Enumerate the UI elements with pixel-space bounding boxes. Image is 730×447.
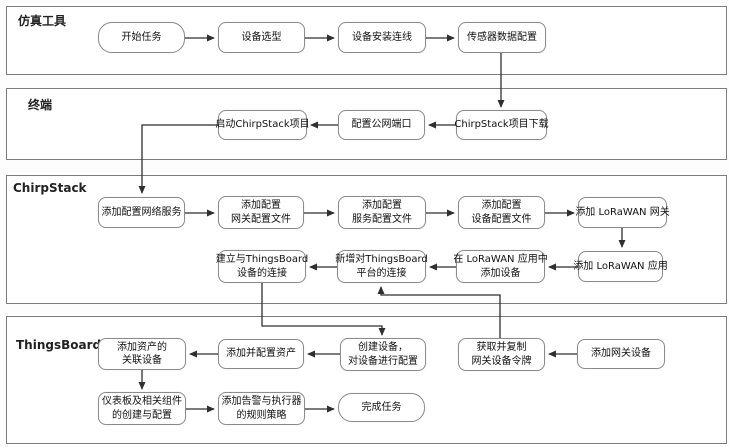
node-add-device-in-lorawan-app: 在 LoRaWAN 应用中 添加设备 (453, 250, 548, 283)
node-add-lorawan-app: 添加 LoRaWAN 应用 (573, 251, 668, 282)
node-alarm-rule-chain: 添加告警与执行器 的规则策略 (218, 392, 305, 425)
node-device-install-wiring: 设备安装连线 (338, 22, 426, 53)
node-add-network-server: 添加配置网络服务 (98, 197, 185, 228)
node-server-config-file: 添加配置 服务配置文件 (338, 196, 426, 229)
lane-label-chirpstack: ChirpStack (13, 181, 87, 195)
node-chirpstack-project-download: ChirpStack项目下载 (454, 110, 549, 140)
lane-label-thingsboard: ThingsBoard (16, 338, 102, 352)
lane-label-terminal: 终端 (28, 98, 53, 112)
node-sensor-data-config: 传感器数据配置 (458, 22, 546, 53)
node-launch-chirpstack-project: 启动ChirpStack项目 (215, 110, 310, 140)
node-add-configure-asset: 添加并配置资产 (218, 339, 304, 369)
node-start-task: 开始任务 (98, 22, 185, 53)
node-device-config-file: 添加配置 设备配置文件 (458, 196, 545, 229)
node-finish-task: 完成任务 (338, 393, 425, 422)
node-asset-related-devices: 添加资产的 关联设备 (98, 338, 186, 370)
lane-chirpstack (6, 175, 727, 304)
node-connect-thingsboard-device: 建立与ThingsBoard 设备的连接 (216, 250, 308, 283)
node-dashboard-components: 仪表板及相关组件 的创建与配置 (98, 392, 186, 425)
node-add-lorawan-gateway: 添加 LoRaWAN 网关 (575, 197, 670, 228)
node-config-public-port: 配置公网端口 (338, 110, 425, 140)
node-gateway-config-file: 添加配置 网关配置文件 (218, 196, 304, 229)
node-add-gateway-device: 添加网关设备 (577, 339, 665, 369)
node-connect-thingsboard-platform: 新增对ThingsBoard 平台的连接 (335, 250, 428, 283)
node-copy-gateway-token: 获取并复制 网关设备令牌 (458, 338, 545, 371)
lane-label-simulation-tool: 仿真工具 (18, 14, 67, 28)
node-create-configure-device: 创建设备， 对设备进行配置 (340, 338, 426, 371)
node-device-selection: 设备选型 (218, 22, 305, 53)
